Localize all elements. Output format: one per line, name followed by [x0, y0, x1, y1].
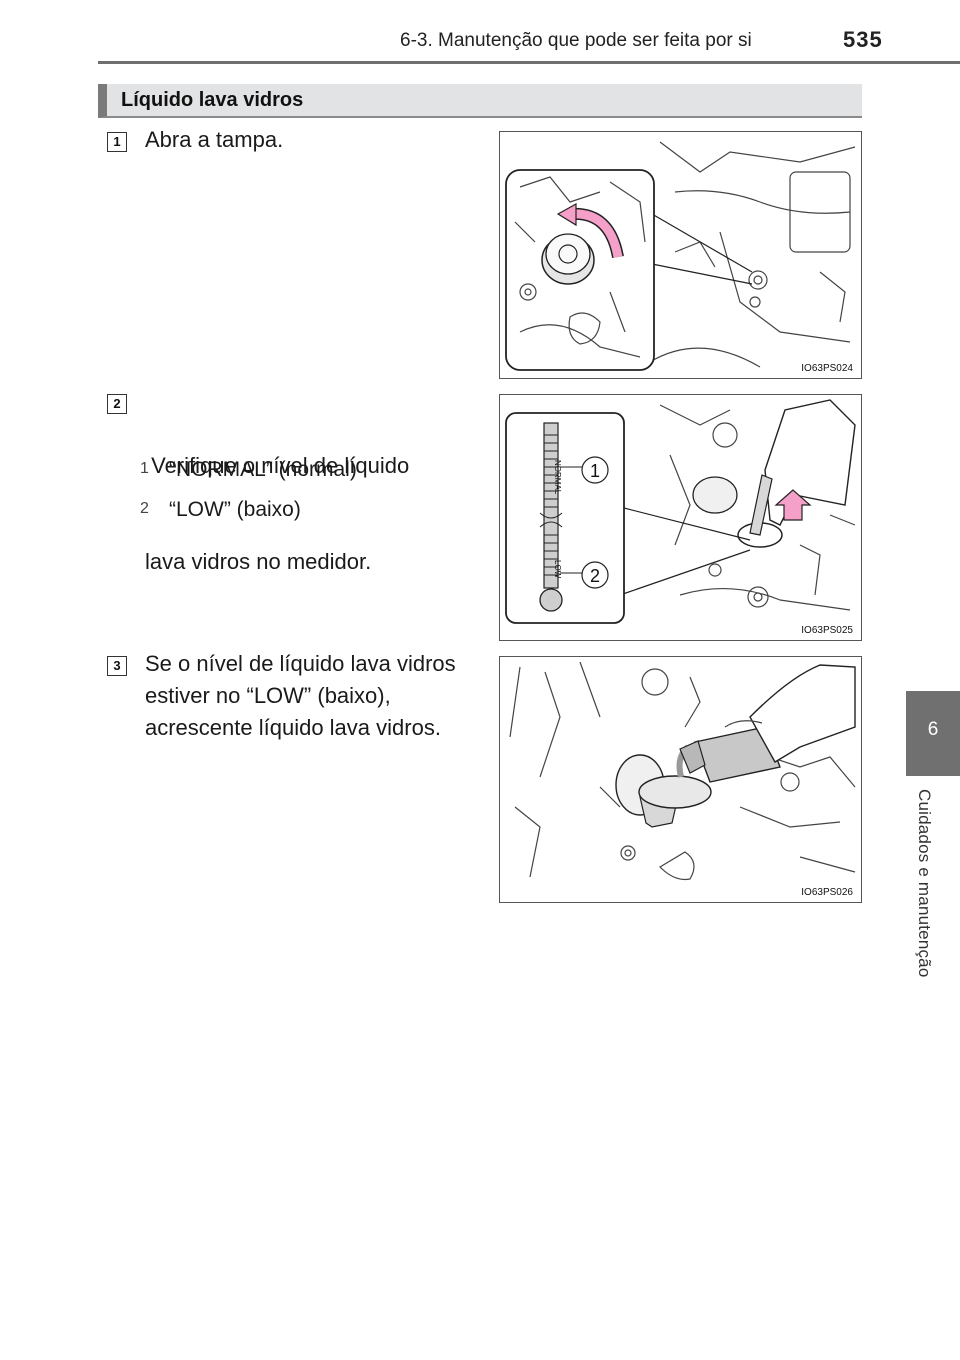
callout-1-circle: [581, 456, 609, 484]
step-2-number: 2: [107, 394, 127, 414]
sub-item-1-number: 1: [140, 460, 149, 477]
engine-bay-illustration-1: [505, 141, 856, 371]
step-1-line-1: Abra a tampa.: [145, 127, 284, 152]
callout-2-label: 2: [590, 566, 600, 586]
figure-open-cap: IO63PS024: [499, 131, 862, 379]
figure-code-2: IO63PS025: [799, 625, 855, 636]
sub-item-2-text: “LOW” (baixo): [169, 498, 301, 521]
chapter-number: 6: [927, 719, 939, 740]
figure-code-3: IO63PS026: [799, 887, 855, 898]
page-number: 535: [843, 27, 883, 52]
section-title: Líquido lava vidros: [121, 89, 304, 111]
step-1-number: 1: [107, 132, 127, 152]
callout-1-label: 1: [590, 461, 600, 481]
step-3-line-1: Se o nível de líquido lava vidros: [145, 651, 456, 676]
figure-code-1: IO63PS024: [799, 363, 855, 374]
callout-2-circle: [581, 561, 609, 589]
sub-item-1-text: “NORMAL” (normal): [169, 458, 357, 481]
step-3-text: Se o nível de líquido lava vidros estive…: [145, 648, 456, 744]
chapter-tab: 6: [906, 691, 960, 776]
step-3-line-2: estiver no “LOW” (baixo),: [145, 683, 391, 708]
gauge-label-normal: NORMAL: [553, 460, 562, 495]
step-1-text: Abra a tampa.: [145, 124, 283, 156]
step-2-line-1: Verifique o nível de líquido: [145, 453, 410, 478]
sub-item-2-number: 2: [140, 500, 149, 517]
engine-bay-illustration-3: [509, 661, 856, 881]
header-rule: [98, 61, 960, 64]
step-2-line-2: lava vidros no medidor.: [145, 549, 372, 574]
step-3-number: 3: [107, 656, 127, 676]
rotate-arrow: [571, 209, 623, 258]
running-header-section: 6-3. Manutenção que pode ser feita por s…: [400, 30, 752, 51]
chapter-label: Cuidados e manutenção: [915, 789, 934, 978]
figure-add-fluid: IO63PS026: [499, 656, 862, 903]
section-title-bar: Líquido lava vidros: [98, 84, 862, 118]
figure-check-level: NORMAL LOW 1 2 IO63PS025: [499, 394, 862, 641]
step-2-text: Verifique o nível de líquido lava vidros…: [145, 386, 409, 610]
engine-bay-illustration-2: NORMAL LOW 1 2: [505, 399, 856, 624]
gauge-label-low: LOW: [553, 560, 562, 579]
up-arrow: [774, 489, 812, 521]
step-3-line-3: acrescente líquido lava vidros.: [145, 715, 441, 740]
